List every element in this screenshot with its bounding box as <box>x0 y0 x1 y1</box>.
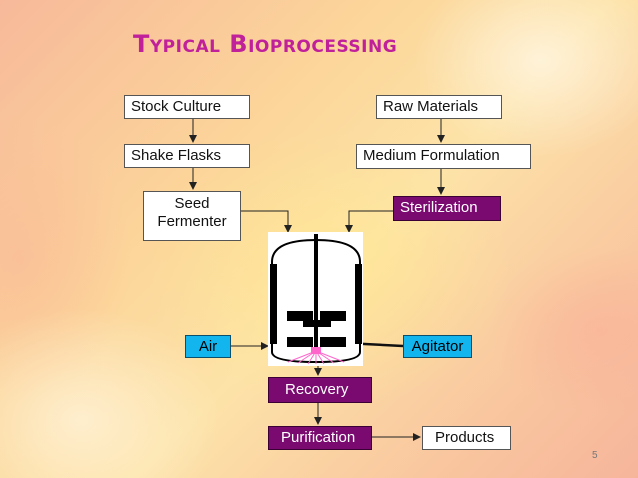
raw-materials-box: Raw Materials <box>376 95 502 119</box>
seed-fermenter-box: Seed Fermenter <box>143 191 241 241</box>
agitator-box: Agitator <box>403 335 472 358</box>
purification-box: Purification <box>268 426 372 450</box>
shake-flasks-box: Shake Flasks <box>124 144 250 168</box>
recovery-box: Recovery <box>268 377 372 403</box>
seed-fermenter-label: Seed Fermenter <box>157 195 227 230</box>
sterilization-box: Sterilization <box>393 196 501 221</box>
air-box: Air <box>185 335 231 358</box>
arrow-steril-to-fermenter <box>345 210 393 233</box>
slide-title: Typical Bioprocessing <box>133 30 398 58</box>
stock-culture-box: Stock Culture <box>124 95 250 119</box>
page-number: 5 <box>592 450 598 461</box>
fermenter-vessel <box>268 232 363 366</box>
products-box: Products <box>422 426 511 450</box>
arrow-seed-to-fermenter <box>241 210 292 233</box>
medium-formulation-box: Medium Formulation <box>356 144 531 169</box>
